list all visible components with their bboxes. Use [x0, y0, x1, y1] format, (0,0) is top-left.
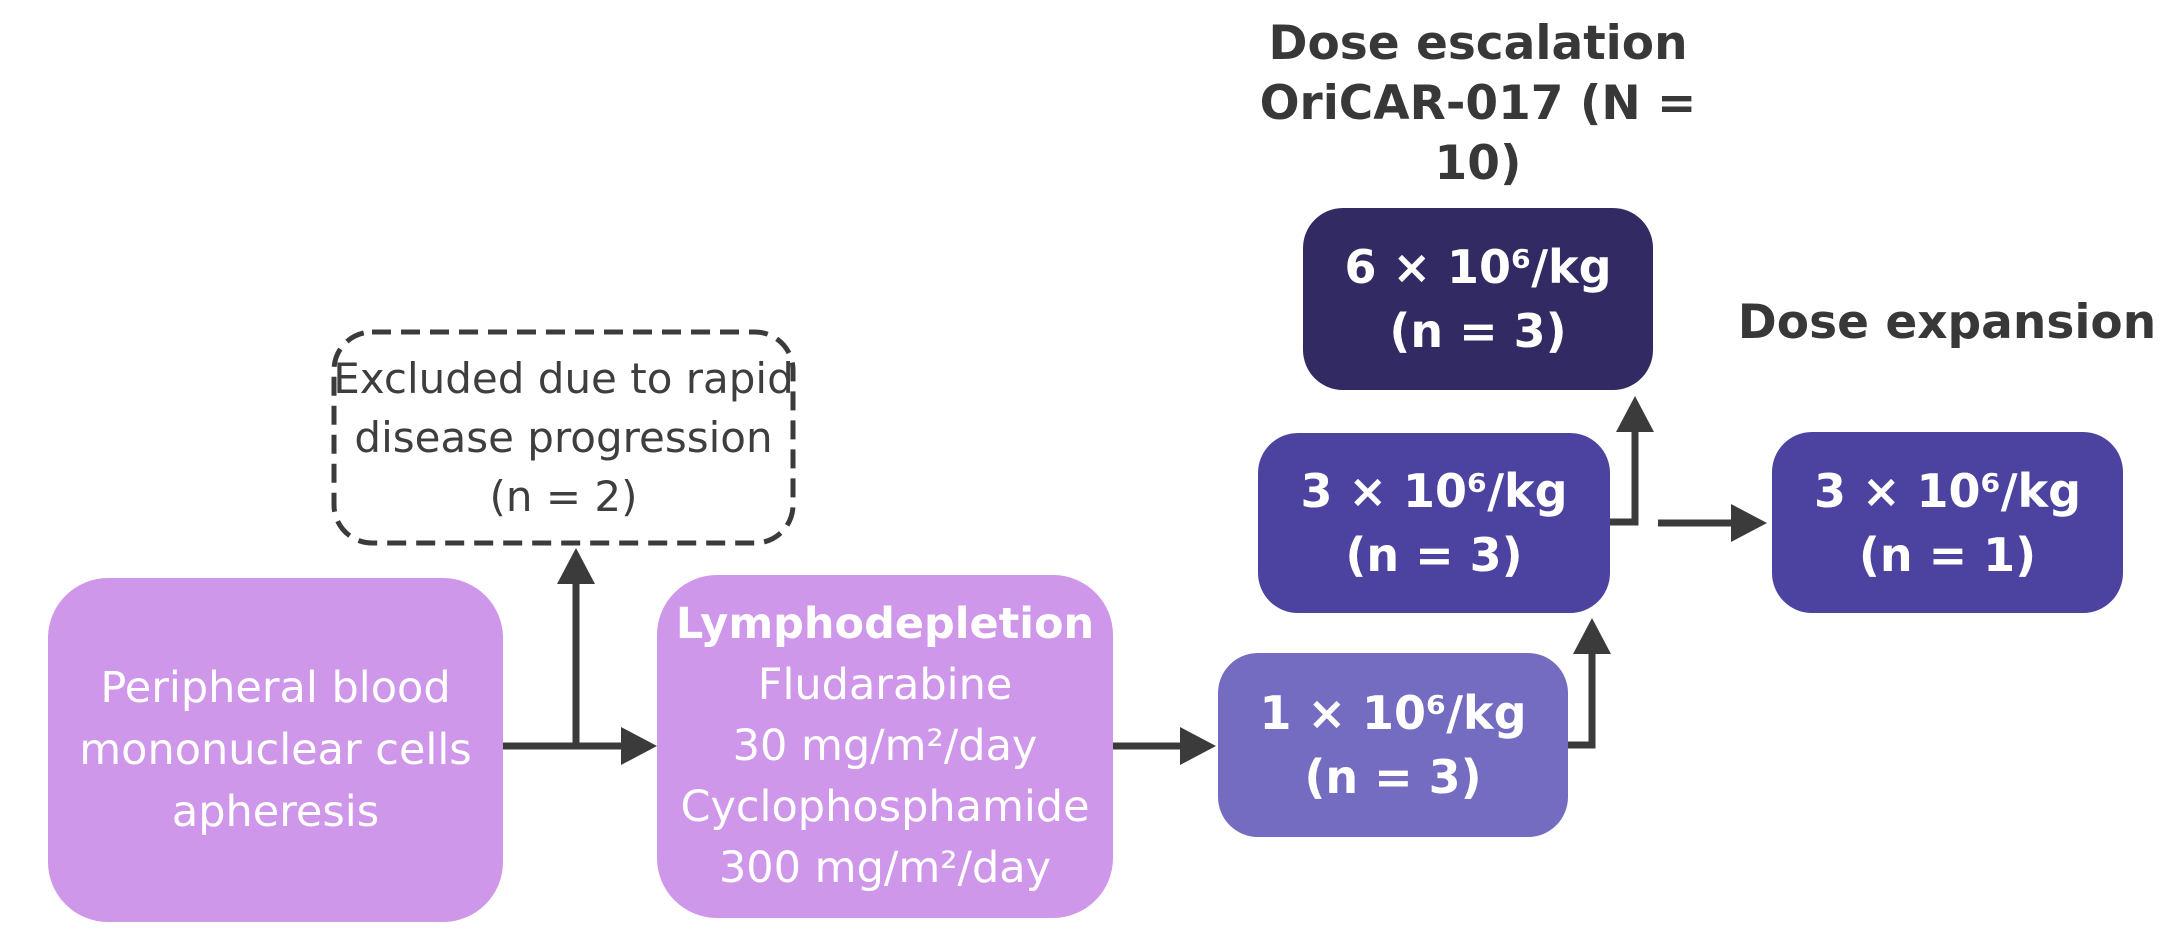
lymphodepletion-line: Fludarabine — [757, 660, 1013, 710]
title-line: (N = 10) — [1434, 76, 1697, 191]
title-line: Dose escalation — [1268, 16, 1688, 71]
arrow-apheresis-to-lymphodepletion — [503, 727, 657, 765]
apheresis-box: Peripheral blood mononuclear cells apher… — [48, 578, 503, 922]
lymphodepletion-line: 300 mg/m²/day — [718, 843, 1052, 893]
excluded-line: (n = 2) — [489, 472, 638, 521]
dose-line: 6 × 10⁶/kg — [1344, 240, 1612, 294]
dose-level-6-box: 6 × 10⁶/kg (n = 3) — [1303, 208, 1653, 390]
arrow-dose3-to-dose6 — [1610, 396, 1654, 526]
apheresis-line: apheresis — [171, 787, 380, 837]
arrow-dose1-to-dose3 — [1568, 618, 1611, 749]
lymphodepletion-title: Lymphodepletion — [675, 599, 1095, 649]
title-line: Dose — [1737, 295, 1869, 350]
dose-line: (n = 3) — [1345, 528, 1523, 582]
lymphodepletion-line: 30 mg/m²/day — [732, 721, 1038, 771]
title-line: expansion — [1885, 295, 2157, 350]
dose-line: 3 × 10⁶/kg — [1300, 464, 1568, 518]
excluded-box: Excluded due to rapid disease progressio… — [332, 330, 795, 545]
excluded-line: disease progression — [354, 413, 773, 462]
apheresis-line: mononuclear cells — [79, 725, 472, 775]
dose-line: 1 × 10⁶/kg — [1259, 686, 1527, 740]
dose-escalation-title: Dose escalation OriCAR-017 (N = 10) — [1228, 14, 1728, 194]
dose-level-3-box: 3 × 10⁶/kg (n = 3) — [1258, 433, 1610, 613]
apheresis-line: Peripheral blood — [100, 663, 451, 713]
dose-line: (n = 1) — [1858, 527, 2037, 582]
dose-level-1-box: 1 × 10⁶/kg (n = 3) — [1218, 653, 1568, 837]
arrow-dose3-to-expansion — [1658, 504, 1767, 542]
lymphodepletion-box: Lymphodepletion Fludarabine 30 mg/m²/day… — [657, 575, 1113, 918]
dose-line: (n = 3) — [1304, 750, 1482, 804]
excluded-line: Excluded due to rapid — [333, 354, 794, 403]
dose-expansion-title: Dose expansion — [1722, 294, 2172, 352]
arrow-lymphodepletion-to-dose1 — [1113, 727, 1216, 765]
dose-line: 3 × 10⁶/kg — [1813, 463, 2082, 518]
arrow-to-excluded — [557, 548, 595, 746]
title-line: OriCAR-017 — [1259, 76, 1564, 131]
dose-expansion-box: 3 × 10⁶/kg (n = 1) — [1772, 432, 2123, 613]
lymphodepletion-line: Cyclophosphamide — [680, 782, 1090, 832]
dose-line: (n = 3) — [1389, 304, 1567, 358]
